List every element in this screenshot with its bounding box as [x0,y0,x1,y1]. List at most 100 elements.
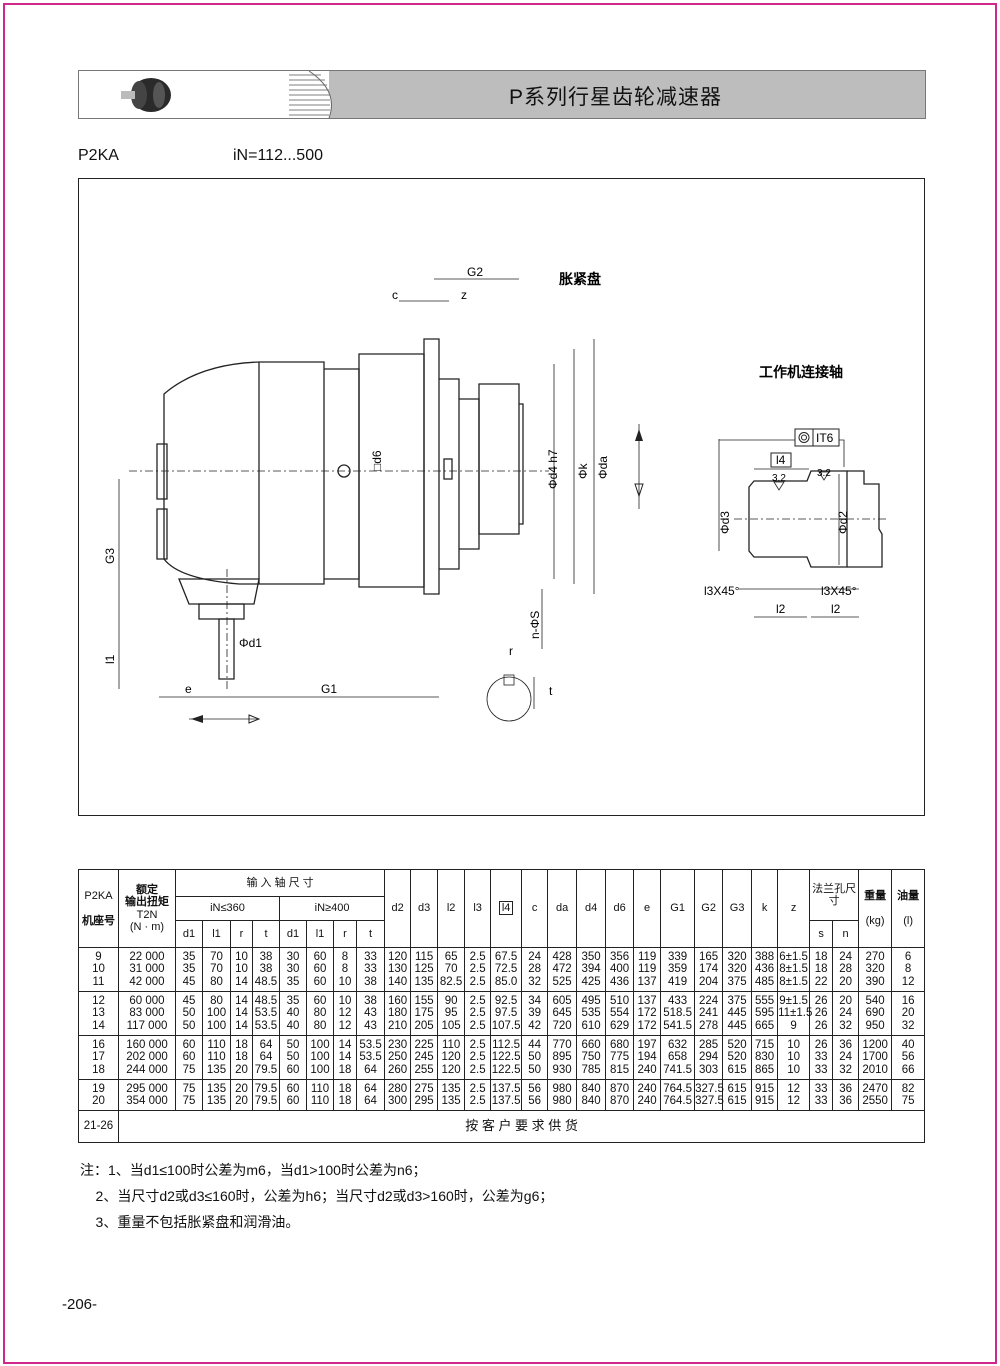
cell-value: 520 [727,1051,747,1064]
cell-value: 135 [441,1082,461,1095]
cell-value: 22 [814,975,828,988]
cell-value: 14 [338,1051,352,1064]
cell-value: 26 [814,994,828,1007]
cell-value: 100 [206,1007,227,1020]
cell-value: 436 [610,975,630,988]
cell-value: 510 [610,994,630,1007]
header-banner: P系列行星齿轮减速器 [78,70,926,119]
cell-value: 80 [313,1019,327,1032]
cell-value: 80 [313,1007,327,1020]
label-c: c [392,288,398,302]
cell-value: 90 [444,994,458,1007]
cell-value: 815 [610,1063,630,1076]
cell-value: 10 [787,1038,800,1051]
tolerance-it6: IT6 [816,431,834,445]
cell-value: 79.5 [254,1082,278,1095]
header-g3: G3 [722,869,753,948]
header-l1-low: l1 [202,920,231,948]
cell-value: 10 [787,1051,800,1064]
cell-value: 119 [637,963,657,976]
header-c: c [521,869,549,948]
cell-value: 10 [787,1063,800,1076]
cell-value: 92.5 [494,994,518,1007]
label-d1: Φd1 [239,636,262,650]
header-e: e [633,869,662,948]
cell-value: 26 [814,1007,828,1020]
cell-value: 33 [814,1082,828,1095]
cell-value: 400 [610,963,630,976]
gearbox-outline [156,338,524,680]
cell-value: 525 [552,975,572,988]
cell-value: 95 [444,1007,458,1020]
cell-value: 20 [839,975,852,988]
cell-value: 36 [839,1095,852,1107]
cell-value: 34 [528,994,541,1007]
header-d6: d6 [605,869,635,948]
cell-value: 14 [235,975,248,988]
header-k: k [751,869,779,948]
drawing-frame: G2 c z 胀紧盘 □d6 Φd4 h7 Φk Φda G3 l1 Φd1 e… [78,178,925,816]
cell-value: 33 [814,1051,828,1064]
cell-value: 28 [528,963,541,976]
cell-value: 38 [259,950,273,963]
cell-value: 110 [441,1038,461,1051]
cell-value: 436 [755,963,775,976]
cell-value: 554 [610,1007,630,1020]
cell-value: 24 [839,1051,852,1064]
cell-value: 10 [338,994,352,1007]
cell-value: 12 [901,975,915,988]
page-number: -206- [62,1296,98,1313]
cell-value: 135 [206,1063,227,1076]
cell-value: 137 [637,975,657,988]
cell-value: 680 [610,1038,630,1051]
cell-value: 20 [92,1095,105,1107]
cell-value: 388 [755,950,775,963]
label-l2-right: l2 [831,602,841,616]
cell-value: 70 [444,963,458,976]
cell-value: 60 000 [129,994,165,1007]
header-t-low: t [252,920,280,948]
cell-value: 165 [699,950,719,963]
cell-value: 33 [364,963,377,976]
cell-value: 260 [388,1063,408,1076]
cell-value: 8 [904,963,912,976]
cell-value: 135 [206,1095,227,1107]
cell-value: 830 [755,1051,775,1064]
cell-value: 39 [528,1007,541,1020]
cell-value: 18 [814,963,828,976]
cell-value: 33 [814,1095,828,1107]
cell-value: 930 [552,1063,572,1076]
roughness-2: 3.2 [817,468,831,479]
cell-value: 194 [637,1051,657,1064]
header-l2: l2 [437,869,466,948]
header-r-low: r [230,920,253,948]
label-g2: G2 [467,265,483,279]
cell-value: 615 [727,1095,747,1107]
cell-value: 205 [414,1019,434,1032]
label-t: t [549,684,553,698]
cell-value: 35 [286,994,300,1007]
cell-value: 130 [388,963,408,976]
header-t-high: t [355,920,386,948]
cell-value: 741.5 [663,1063,692,1076]
cell-value: 320 [865,963,885,976]
cell-value: 775 [610,1051,630,1064]
